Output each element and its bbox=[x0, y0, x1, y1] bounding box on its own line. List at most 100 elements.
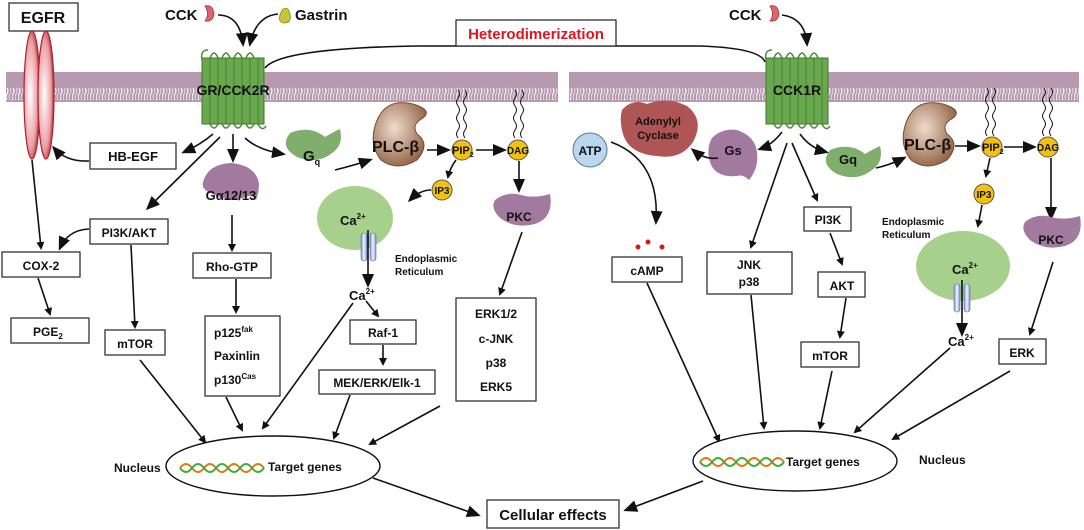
arrow-erk-nucleus bbox=[368, 405, 441, 445]
adenylyl-label-2: Cyclase bbox=[637, 130, 679, 142]
jnk-p38-box bbox=[706, 251, 793, 295]
atp-circle bbox=[572, 132, 608, 168]
arrow-right-nucleus-effects bbox=[623, 480, 704, 512]
pi3k-label-right: PI3K bbox=[815, 213, 842, 227]
er-label-left-1: Endoplasmic bbox=[395, 254, 458, 265]
dag-lipid-tail-right bbox=[1042, 87, 1053, 137]
pip2-circle-right bbox=[981, 136, 1003, 158]
pkc-icon-right bbox=[1023, 215, 1081, 248]
adenylyl-label-1: Adenylyl bbox=[635, 116, 681, 128]
p125-label: p125fak bbox=[214, 325, 253, 340]
arrow-cck1r-jnk bbox=[749, 142, 788, 249]
arrow-cck1r-pi3k bbox=[791, 142, 819, 202]
erk-box-right bbox=[998, 338, 1047, 365]
p130-label: p130Cas bbox=[214, 372, 257, 387]
membrane-left bbox=[6, 72, 558, 102]
arrow-gastrin-receptor bbox=[246, 13, 279, 47]
arrow-hbegf-egfr bbox=[52, 145, 90, 162]
gq-protein-icon-right bbox=[825, 146, 881, 178]
arrow-cck-receptor bbox=[217, 14, 248, 47]
rho-gtp-box bbox=[192, 252, 272, 279]
target-genes-label-right: Target genes bbox=[786, 455, 860, 469]
arrow-gs-adenylyl bbox=[690, 148, 719, 162]
pi3k-box-right bbox=[803, 206, 852, 232]
arrow-left-nucleus-effects bbox=[372, 477, 481, 518]
camp-label: cAMP bbox=[630, 264, 663, 278]
mek-erk-elk1-box bbox=[318, 369, 436, 395]
arrow-pi3k-akt-right bbox=[829, 232, 844, 266]
dna-icon-left bbox=[179, 463, 265, 473]
dag-circle-left bbox=[507, 139, 529, 161]
nucleus-label-right: Nucleus bbox=[919, 453, 966, 467]
arrow-mtor-nucleus-right bbox=[817, 370, 833, 430]
arrow-pi3k-mtor bbox=[130, 244, 139, 329]
arrow-ip3-er bbox=[407, 187, 432, 203]
arrow-egfr-cox2 bbox=[31, 159, 45, 250]
arrow-ca-nucleus-right bbox=[853, 347, 951, 434]
arrow-ca-nucleus bbox=[261, 302, 354, 430]
arrow-mtor-nucleus bbox=[139, 359, 207, 444]
egfr-label: EGFR bbox=[21, 10, 66, 27]
arrow-gq-plc bbox=[334, 157, 373, 171]
arrow-pi3k-cox2 bbox=[58, 228, 90, 251]
arrow-pkc-erk bbox=[498, 231, 523, 296]
dag-label-left: DAG bbox=[507, 146, 529, 157]
paxinlin-label: Paxinlin bbox=[214, 349, 260, 363]
hb-egf-box bbox=[89, 142, 177, 170]
erk-label-right: ERK bbox=[1009, 346, 1035, 360]
cck-ligand-icon-left bbox=[204, 5, 215, 22]
pip2-label-right: PIP2 bbox=[982, 142, 1004, 156]
calcium-channel-icon-left bbox=[360, 232, 377, 262]
cck-ligand-label-left: CCK bbox=[165, 7, 198, 24]
plc-beta-icon-left bbox=[372, 102, 427, 167]
gastrin-ligand-icon bbox=[279, 7, 291, 24]
cox2-label: COX-2 bbox=[23, 259, 60, 273]
pge2-label: PGE2 bbox=[33, 325, 63, 341]
pi3k-akt-label: PI3K/AKT bbox=[102, 226, 157, 240]
pip2-label-left: PIP2 bbox=[452, 145, 474, 159]
arrow-jnk-nucleus bbox=[750, 294, 768, 430]
er-label-right-2: Reticulum bbox=[882, 230, 930, 241]
ip3-label-left: IP3 bbox=[434, 186, 449, 197]
gs-label: Gs bbox=[724, 143, 741, 158]
arrow-receptor-pi3k bbox=[145, 136, 221, 211]
heterodimerization-box bbox=[455, 19, 617, 47]
arrow-cck1r-gq bbox=[799, 133, 829, 156]
akt-box-right bbox=[817, 271, 866, 298]
heterodimerization-label: Heterodimerization bbox=[468, 26, 604, 43]
arrow-pip2-ip3-right bbox=[983, 157, 992, 178]
camp-dot bbox=[635, 244, 641, 250]
cellular-effects-label: Cellular effects bbox=[499, 507, 607, 524]
arrow-camp-nucleus bbox=[646, 282, 721, 443]
erk-list-item: ERK5 bbox=[480, 380, 512, 394]
mtor-box-right bbox=[800, 341, 860, 368]
cck1r-label: CCK1R bbox=[773, 82, 821, 98]
pip2-lipid-tail-right bbox=[985, 87, 996, 137]
dna-icon-right bbox=[699, 457, 785, 467]
mek-erk-elk1-label: MEK/ERK/Elk-1 bbox=[333, 376, 421, 390]
nucleus-label-left: Nucleus bbox=[114, 461, 161, 475]
arrow-pip2-ip3 bbox=[445, 159, 457, 179]
raf1-box bbox=[349, 319, 417, 345]
dag-circle-right bbox=[1037, 136, 1059, 158]
pkc-label-left: PKC bbox=[506, 210, 532, 224]
arrow-ip3-er-right bbox=[975, 204, 984, 228]
p38-label: p38 bbox=[739, 275, 760, 289]
erk-list-box bbox=[455, 297, 537, 402]
arrow-gq-plc-right bbox=[875, 156, 907, 169]
ip3-label-right: IP3 bbox=[976, 190, 991, 201]
plc-beta-label-left: PLC-β bbox=[372, 139, 419, 156]
mtor-box-left bbox=[104, 329, 166, 356]
camp-box bbox=[611, 256, 683, 283]
egfr-box bbox=[8, 2, 79, 32]
arrow-atp-camp bbox=[610, 141, 663, 225]
erk-list-item: p38 bbox=[486, 356, 507, 370]
cox2-box bbox=[1, 251, 81, 278]
arrow-akt-mtor-right bbox=[836, 297, 847, 339]
pip2-circle-left bbox=[451, 139, 473, 161]
arrow-cck1r-gs bbox=[757, 131, 783, 152]
pkc-icon-left bbox=[493, 193, 551, 226]
raf1-label: Raf-1 bbox=[368, 326, 398, 340]
plc-beta-label-right: PLC-β bbox=[904, 137, 951, 154]
